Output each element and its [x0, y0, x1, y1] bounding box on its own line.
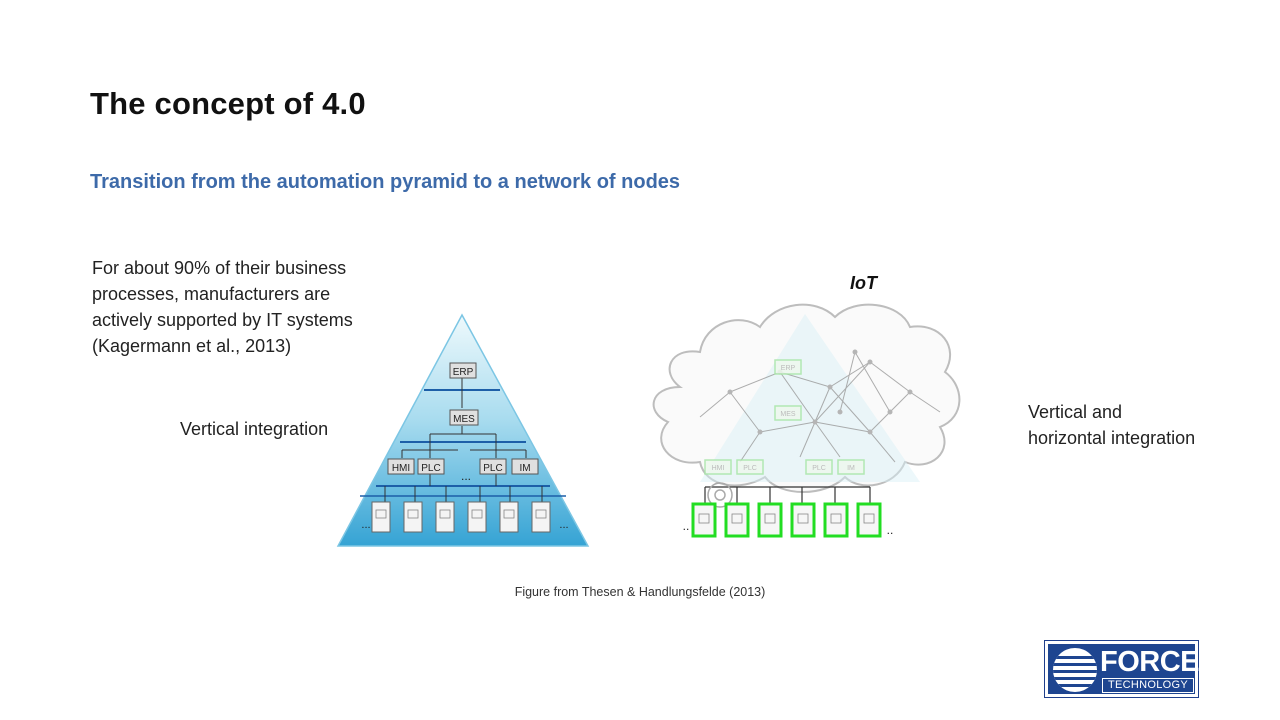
- network-ellipsis-right: ..: [887, 523, 894, 537]
- im-box: IM: [511, 458, 539, 475]
- svg-text:PLC: PLC: [743, 465, 757, 472]
- logo-name: FORCE: [1100, 646, 1200, 678]
- svg-text:MES: MES: [780, 411, 796, 418]
- svg-text:PLC: PLC: [812, 465, 826, 472]
- vertical-integration-label: Vertical integration: [180, 419, 329, 439]
- svg-text:MES: MES: [453, 414, 475, 425]
- svg-text:IM: IM: [847, 465, 855, 472]
- vh-label-line: horizontal integration: [1028, 428, 1196, 448]
- force-technology-logo: FORCE TECHNOLOGY: [1044, 640, 1200, 698]
- pyramid-ellipsis-right: ...: [559, 519, 568, 531]
- figure-caption: Figure from Thesen & Handlungsfelde (201…: [0, 585, 1280, 599]
- svg-text:ERP: ERP: [781, 365, 796, 372]
- caption-text: Figure from Thesen & Handlungsfelde (201…: [514, 585, 766, 599]
- network-links: [699, 351, 941, 463]
- body-line: (Kagermann et al., 2013): [92, 336, 292, 356]
- plc-box-left: PLC: [417, 458, 445, 475]
- svg-text:IM: IM: [519, 463, 530, 474]
- network-ellipsis-left: ..: [683, 519, 690, 533]
- iot-label: IoT: [850, 273, 877, 293]
- field-devices: [371, 501, 551, 533]
- gear-icon: [707, 482, 733, 508]
- iot-network-figure: ERP MES HMI PLC PLC IM .. ..: [652, 303, 961, 538]
- automation-pyramid-figure: ERP MES HMI PLC PLC IM ... ... ...: [336, 313, 590, 547]
- body-text: For about 90% of their business processe…: [92, 255, 353, 359]
- field-connectors: [704, 486, 871, 504]
- logo-tagline: TECHNOLOGY: [1102, 678, 1194, 693]
- hmi-box: HMI: [387, 458, 415, 475]
- faded-box-labels: ERP MES HMI PLC PLC IM: [712, 365, 855, 472]
- vh-label-line: Vertical and: [1028, 402, 1123, 422]
- pyramid-shape: [336, 313, 590, 547]
- slide-subtitle: Transition from the automation pyramid t…: [90, 171, 681, 193]
- globe-icon: [1053, 648, 1097, 692]
- green-field-devices: [691, 502, 882, 538]
- body-line: actively supported by IT systems: [92, 310, 353, 330]
- svg-text:HMI: HMI: [712, 465, 725, 472]
- body-line: For about 90% of their business: [92, 258, 347, 278]
- vertical-horizontal-label: Vertical and horizontal integration: [1028, 399, 1195, 451]
- mes-box: MES: [449, 409, 479, 426]
- faded-boxes: [704, 359, 865, 475]
- iot-cloud: [652, 303, 961, 493]
- plc-box-right: PLC: [479, 458, 507, 475]
- svg-text:PLC: PLC: [421, 463, 440, 474]
- svg-text:ERP: ERP: [453, 367, 474, 378]
- erp-box: ERP: [449, 362, 477, 379]
- pyramid-ellipsis-left: ...: [361, 519, 370, 531]
- svg-text:HMI: HMI: [392, 463, 410, 474]
- slide-title: The concept of 4.0: [90, 86, 366, 121]
- body-line: processes, manufacturers are: [92, 284, 331, 304]
- svg-text:PLC: PLC: [483, 463, 502, 474]
- pyramid-ellipsis-mid: ...: [461, 469, 471, 483]
